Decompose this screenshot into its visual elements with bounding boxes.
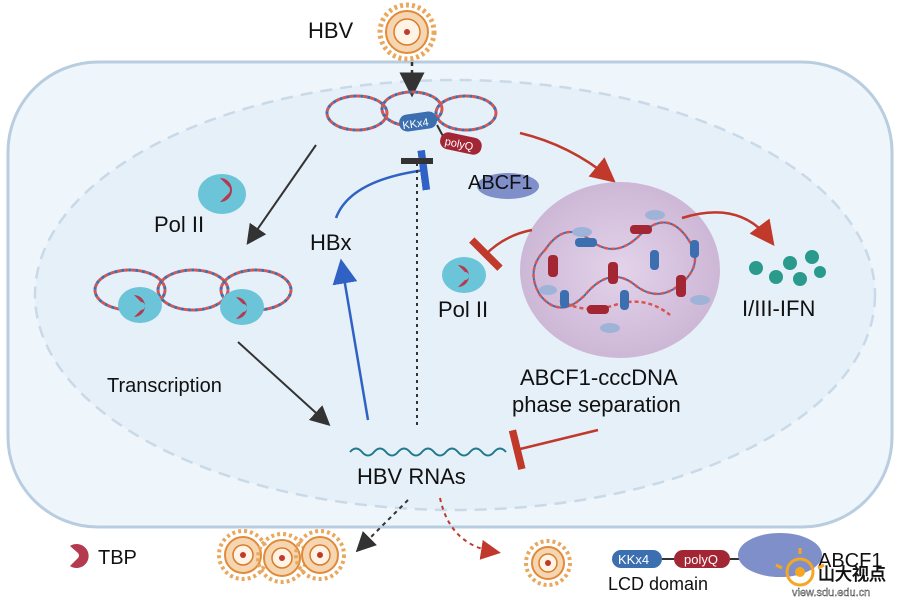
legend-kkx4: KKx4 [618,552,649,567]
hbv-rna-wave [349,447,507,457]
cccdna-top [325,90,498,132]
release-arrow-red [439,497,501,560]
abcf1-domain-legend: KKx4 polyQ [612,533,822,577]
hbv-label: HBV [308,18,354,43]
condensate-contents [532,210,710,333]
hbv-rnas-label: HBV RNAs [357,464,466,489]
hbv-virion-top [377,2,437,62]
abcf1-legend-label: ABCF1 [818,550,882,572]
lcd-domain-label: LCD domain [608,574,708,594]
ifn-label: I/III-IFN [742,296,815,321]
pol2-bound-2 [220,289,264,325]
watermark-url: view.sdu.edu.cn [792,587,870,599]
watermark-text: 山大视点 [818,564,886,585]
condensate-inhibits-rna [508,428,599,471]
legend-polyq: polyQ [684,552,718,567]
kkx4-tag: KKx4 [402,117,430,133]
phase-separation-label-1: ABCF1-cccDNA [520,365,678,390]
condensate-to-ifn-arrow [681,211,775,246]
arrow-to-transcription [246,144,317,245]
pol2-bound-1 [118,287,162,323]
abcf1-to-condensate-arrow [519,131,616,183]
pol2-icon-mid [442,257,486,293]
released-virions-cluster [217,529,346,584]
transcription-arrow [237,341,331,427]
abcf1-protein-top: KKx4 polyQ [399,111,539,199]
nucleus [33,78,877,512]
tbp-legend-icon [70,544,89,568]
hbx-label: HBx [310,230,352,255]
condensate-inhibits-pol2 [469,228,533,271]
polyq-tag: polyQ [444,136,475,154]
phase-separation-label-2: phase separation [512,392,681,417]
ifn-molecules [749,250,826,286]
pol2-label-mid: Pol II [438,297,488,322]
release-arrow-dark [355,499,409,553]
rna-to-hbx-arrow [332,258,370,421]
pol2-icon-left [198,174,246,214]
released-virion-single [524,539,572,587]
transcription-label: Transcription [107,375,222,397]
hbx-inhibits-abcf1 [334,149,431,219]
watermark-logo [775,548,825,587]
pol2-label-left: Pol II [154,212,204,237]
tbp-legend-label: TBP [98,547,137,569]
abcf1-label-top: ABCF1 [468,172,532,194]
